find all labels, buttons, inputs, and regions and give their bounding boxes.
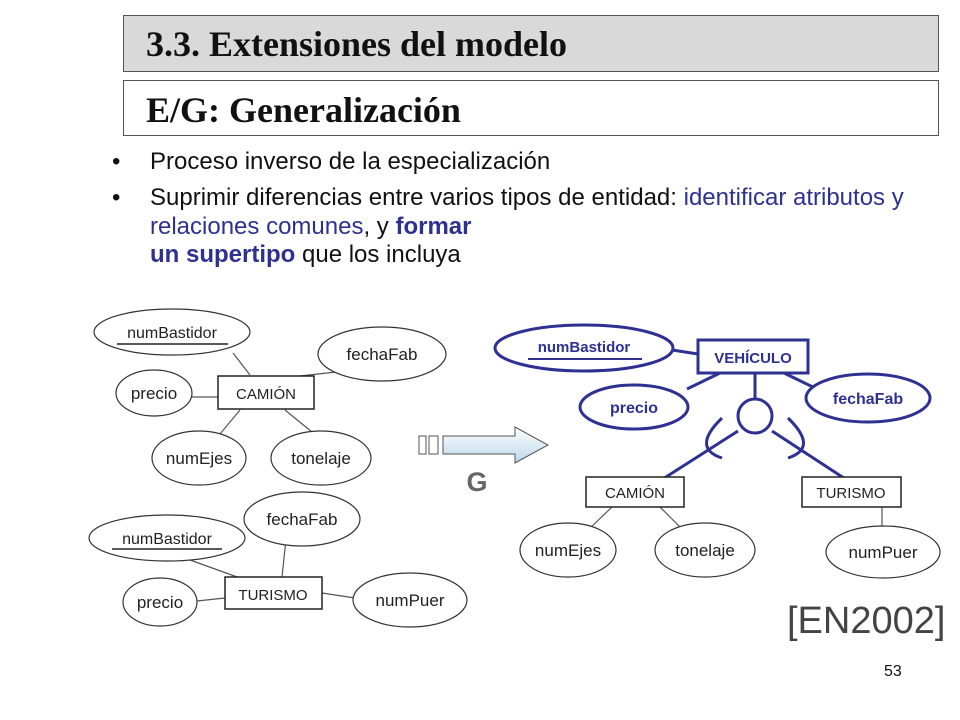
attr-ellipse (519, 522, 617, 578)
attr-numpuer: numPuer (849, 543, 918, 562)
bullet-2-tail: que los incluya (295, 240, 461, 268)
turismo-subtype-box (801, 476, 902, 508)
bullet-dot: • (112, 148, 121, 175)
camion-subtype-box (585, 476, 685, 508)
attr-numbastidor-key: numBastidor (122, 531, 212, 548)
attr-ellipse (352, 572, 468, 628)
attr-ellipse (825, 525, 941, 579)
attr-precio: precio (610, 400, 658, 417)
bullet-list: • Proceso inverso de la especialización … (112, 148, 912, 277)
attr-tonelaje: tonelaje (675, 541, 735, 560)
right-generalized-group: VEHÍCULO numBastidor precio fechaFab CAM… (493, 323, 941, 579)
attr-numejes: numEjes (166, 449, 232, 468)
left-camion-group: CAMIÓN numBastidor fechaFab precio numEj… (93, 308, 447, 486)
attr-fechafab: fechaFab (833, 391, 903, 408)
reference-citation: [EN2002] (787, 600, 946, 642)
arrow-label-g: G (466, 467, 487, 497)
bullet-2: • Suprimir diferencias entre varios tipo… (112, 184, 912, 269)
bullet-1-text: Proceso inverso de la especialización (150, 148, 551, 175)
vehiculo-entity-label: VEHÍCULO (714, 350, 792, 367)
attr-numpuer: numPuer (376, 591, 445, 610)
attr-ellipse (317, 326, 447, 382)
attr-numbastidor-key: numBastidor (538, 339, 631, 356)
attr-ellipse (270, 430, 372, 486)
arrow-tail-bar (428, 435, 439, 455)
left-turismo-group: TURISMO fechaFab numBastidor precio numP… (88, 491, 468, 628)
camion-subtype-label: CAMIÓN (605, 485, 665, 502)
attr-tonelaje: tonelaje (291, 449, 351, 468)
turismo-entity-box (224, 576, 323, 610)
attr-fechafab: fechaFab (347, 345, 418, 364)
turismo-entity-label: TURISMO (238, 587, 307, 604)
slide-subtitle-text: E/G: Generalización (146, 90, 461, 130)
slide-subtitle: E/G: Generalización (123, 80, 939, 136)
camion-entity-label: CAMIÓN (236, 386, 296, 403)
attr-ellipse (151, 430, 247, 486)
generalization-arrow: G (418, 426, 550, 497)
arrow-tail-bar (418, 435, 427, 455)
turismo-subtype-label: TURISMO (816, 485, 885, 502)
bullet-2-highlight: identificar atributos y relaciones comun… (150, 184, 904, 240)
bullet-1: • Proceso inverso de la especialización (112, 148, 912, 176)
arrow-body (442, 426, 550, 464)
attr-ellipse (654, 522, 756, 578)
attr-precio: precio (137, 593, 183, 612)
bullet-dot: • (112, 184, 121, 212)
slide-title-text: 3.3. Extensiones del modelo (146, 24, 568, 64)
bullet-2-bold-2: un supertipo (150, 240, 296, 268)
vehiculo-entity-box (696, 338, 810, 375)
page-number: 53 (884, 663, 902, 680)
slide-title: 3.3. Extensiones del modelo (123, 15, 939, 72)
bullet-2-lead: Suprimir diferencias entre varios tipos … (150, 184, 684, 212)
bullet-2-mid: , y (363, 212, 396, 240)
attr-ellipse (804, 372, 932, 424)
attr-precio: precio (131, 384, 177, 403)
camion-entity-box (217, 375, 315, 410)
attr-numejes: numEjes (535, 541, 601, 560)
attr-numbastidor-key: numBastidor (127, 325, 217, 342)
attr-ellipse (115, 369, 193, 417)
bullet-2-bold-1: formar (395, 212, 472, 240)
attr-ellipse (122, 577, 198, 627)
attr-ellipse (578, 383, 690, 431)
attr-ellipse (243, 491, 361, 547)
generalization-circle (736, 397, 774, 435)
attr-fechafab: fechaFab (267, 510, 338, 529)
